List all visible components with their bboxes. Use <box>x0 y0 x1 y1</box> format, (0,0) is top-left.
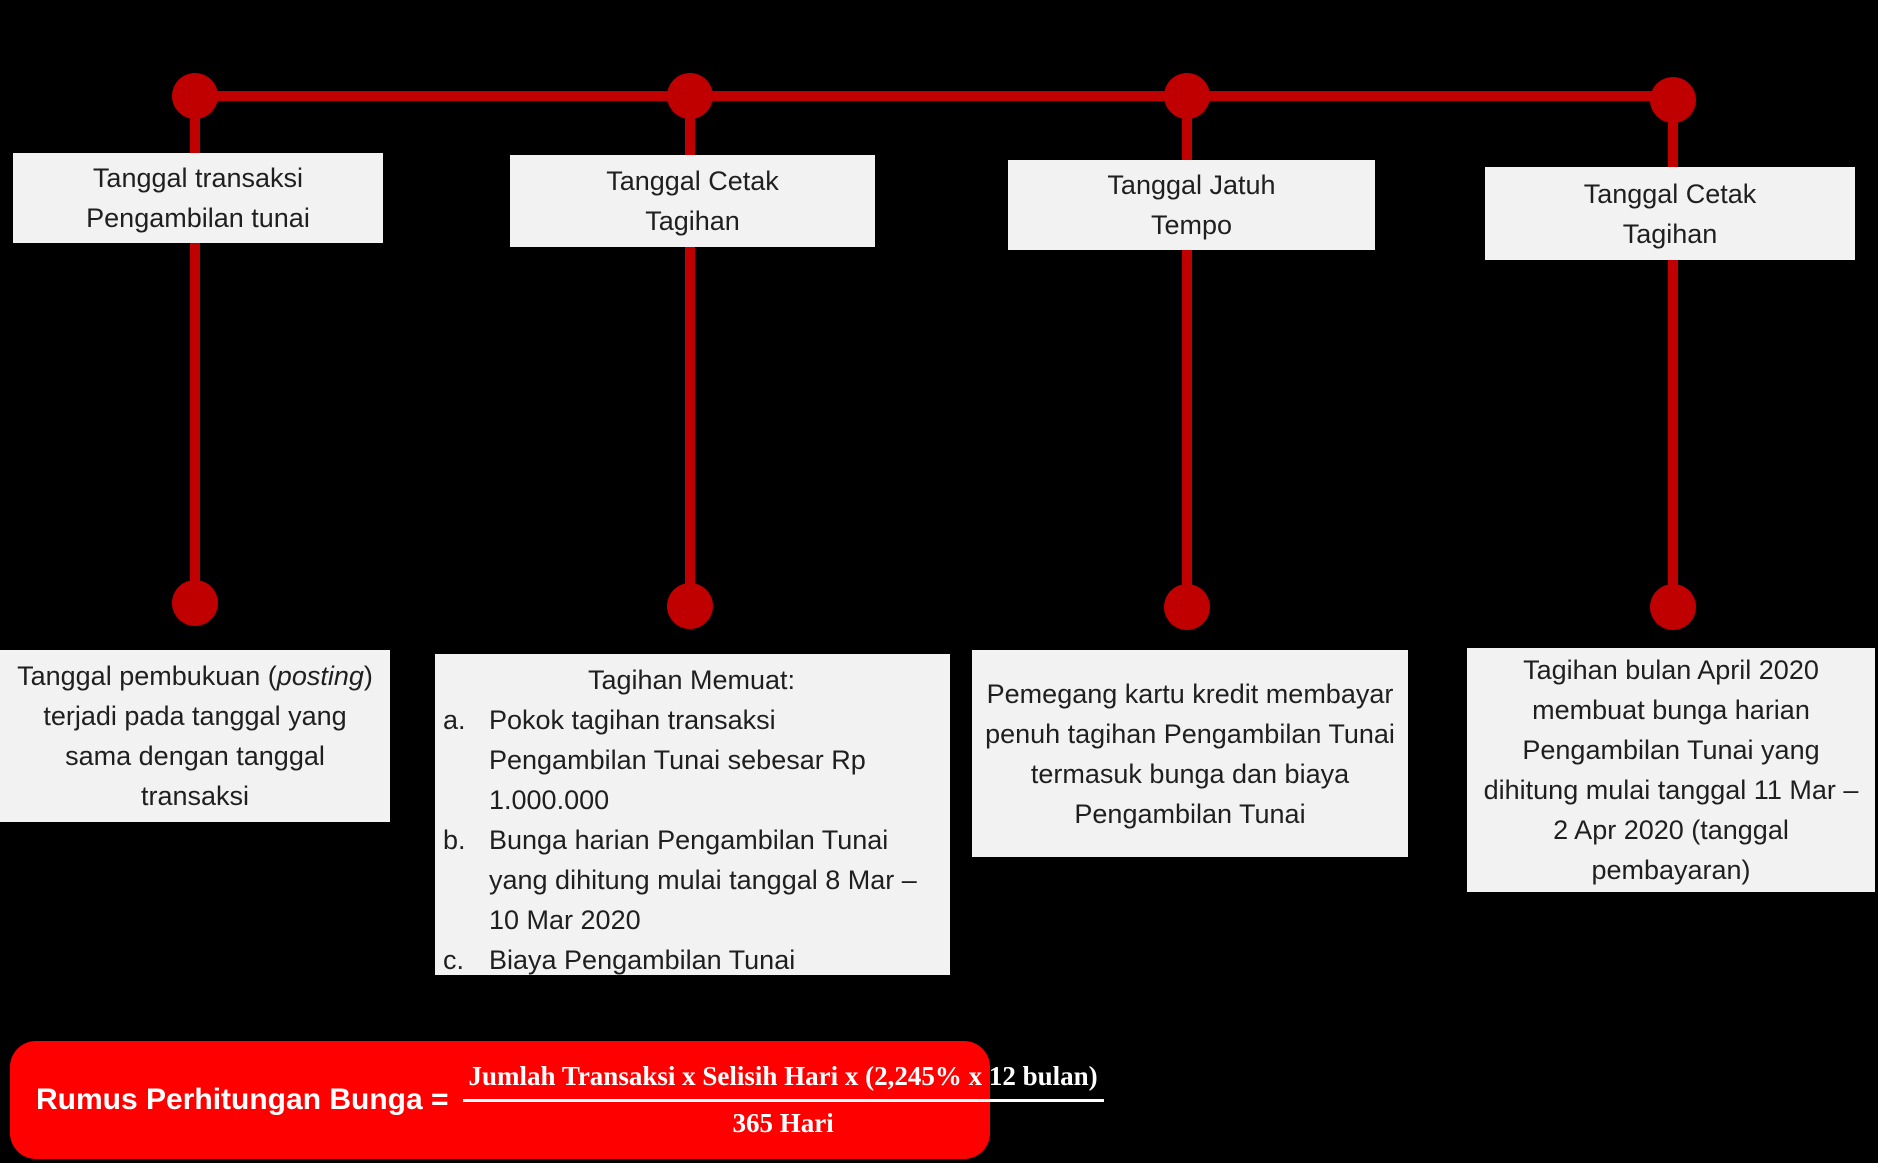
connector-line-col1 <box>190 96 200 604</box>
formula-denominator: 365 Hari <box>732 1107 834 1138</box>
list-item-b-marker: b. <box>443 825 466 855</box>
connector-line-col3 <box>1182 96 1192 604</box>
top-label-col4-text: Tanggal Cetak Tagihan <box>1583 178 1757 249</box>
bottom-desc-col1: Tanggal pembukuan (posting) terjadi pada… <box>0 650 390 822</box>
formula-label: Rumus Perhitungan Bunga = <box>36 1083 449 1116</box>
timeline-node-top-col3 <box>1164 73 1210 119</box>
interest-formula-box: Rumus Perhitungan Bunga = Jumlah Transak… <box>10 1041 1104 1159</box>
top-label-col4: Tanggal Cetak Tagihan <box>1485 167 1855 260</box>
bottom-desc-col4: Tagihan bulan April 2020 membuat bunga h… <box>1467 648 1875 892</box>
timeline-node-bottom-col2 <box>667 583 713 629</box>
top-label-col3-text: Tanggal Jatuh Tempo <box>1107 170 1276 240</box>
bottom-desc-col2: Tagihan Memuat: a. Pokok tagihan transak… <box>435 654 950 975</box>
timeline-node-bottom-col3 <box>1164 584 1210 630</box>
bottom-desc-col3-text: Pemegang kartu kredit membayar penuh tag… <box>985 678 1395 829</box>
timeline-node-top-col2 <box>667 73 713 119</box>
timeline-horizontal-line <box>195 91 1673 101</box>
timeline-node-bottom-col4 <box>1650 584 1696 630</box>
formula-fraction: Jumlah Transaksi x Selisih Hari x (2,245… <box>462 1060 1104 1141</box>
list-item-c-marker: c. <box>443 945 465 975</box>
connector-line-col2 <box>685 96 695 604</box>
timeline-node-bottom-col1 <box>172 580 218 626</box>
list-item-b: b. Bunga harian Pengambilan Tunai yang d… <box>443 820 940 940</box>
top-label-col2: Tanggal Cetak Tagihan <box>510 155 875 247</box>
billing-list-title: Tagihan Memuat: <box>587 665 796 695</box>
bottom-desc-col3: Pemegang kartu kredit membayar penuh tag… <box>972 650 1408 857</box>
formula-numerator: Jumlah Transaksi x Selisih Hari x (2,245… <box>462 1060 1104 1102</box>
bottom-desc-col4-text: Tagihan bulan April 2020 membuat bunga h… <box>1483 655 1859 885</box>
top-label-col3: Tanggal Jatuh Tempo <box>1008 160 1375 250</box>
timeline-node-top-col1 <box>172 73 218 119</box>
top-label-col1: Tanggal transaksi Pengambilan tunai <box>13 153 383 243</box>
list-item-c-text: Biaya Pengambilan Tunai <box>489 945 796 975</box>
list-item-c: c. Biaya Pengambilan Tunai <box>443 940 940 980</box>
desc-col1-post: ) terjadi pada tanggal yang sama dengan … <box>43 661 373 811</box>
list-item-a-marker: a. <box>443 705 466 735</box>
connector-line-col4 <box>1668 96 1678 604</box>
desc-col1-italic: posting <box>276 661 364 691</box>
top-label-col2-text: Tanggal Cetak Tagihan <box>606 166 779 236</box>
list-item-a-text: Pokok tagihan transaksi Pengambilan Tuna… <box>489 705 866 815</box>
timeline-node-top-col4 <box>1650 77 1696 123</box>
list-item-a: a. Pokok tagihan transaksi Pengambilan T… <box>443 700 940 820</box>
top-label-col1-text: Tanggal transaksi Pengambilan tunai <box>86 163 310 233</box>
desc-col1-pre: Tanggal pembukuan ( <box>17 661 277 691</box>
bottom-desc-col1-text: Tanggal pembukuan (posting) terjadi pada… <box>8 656 382 816</box>
list-item-b-text: Bunga harian Pengambilan Tunai yang dihi… <box>489 825 917 935</box>
